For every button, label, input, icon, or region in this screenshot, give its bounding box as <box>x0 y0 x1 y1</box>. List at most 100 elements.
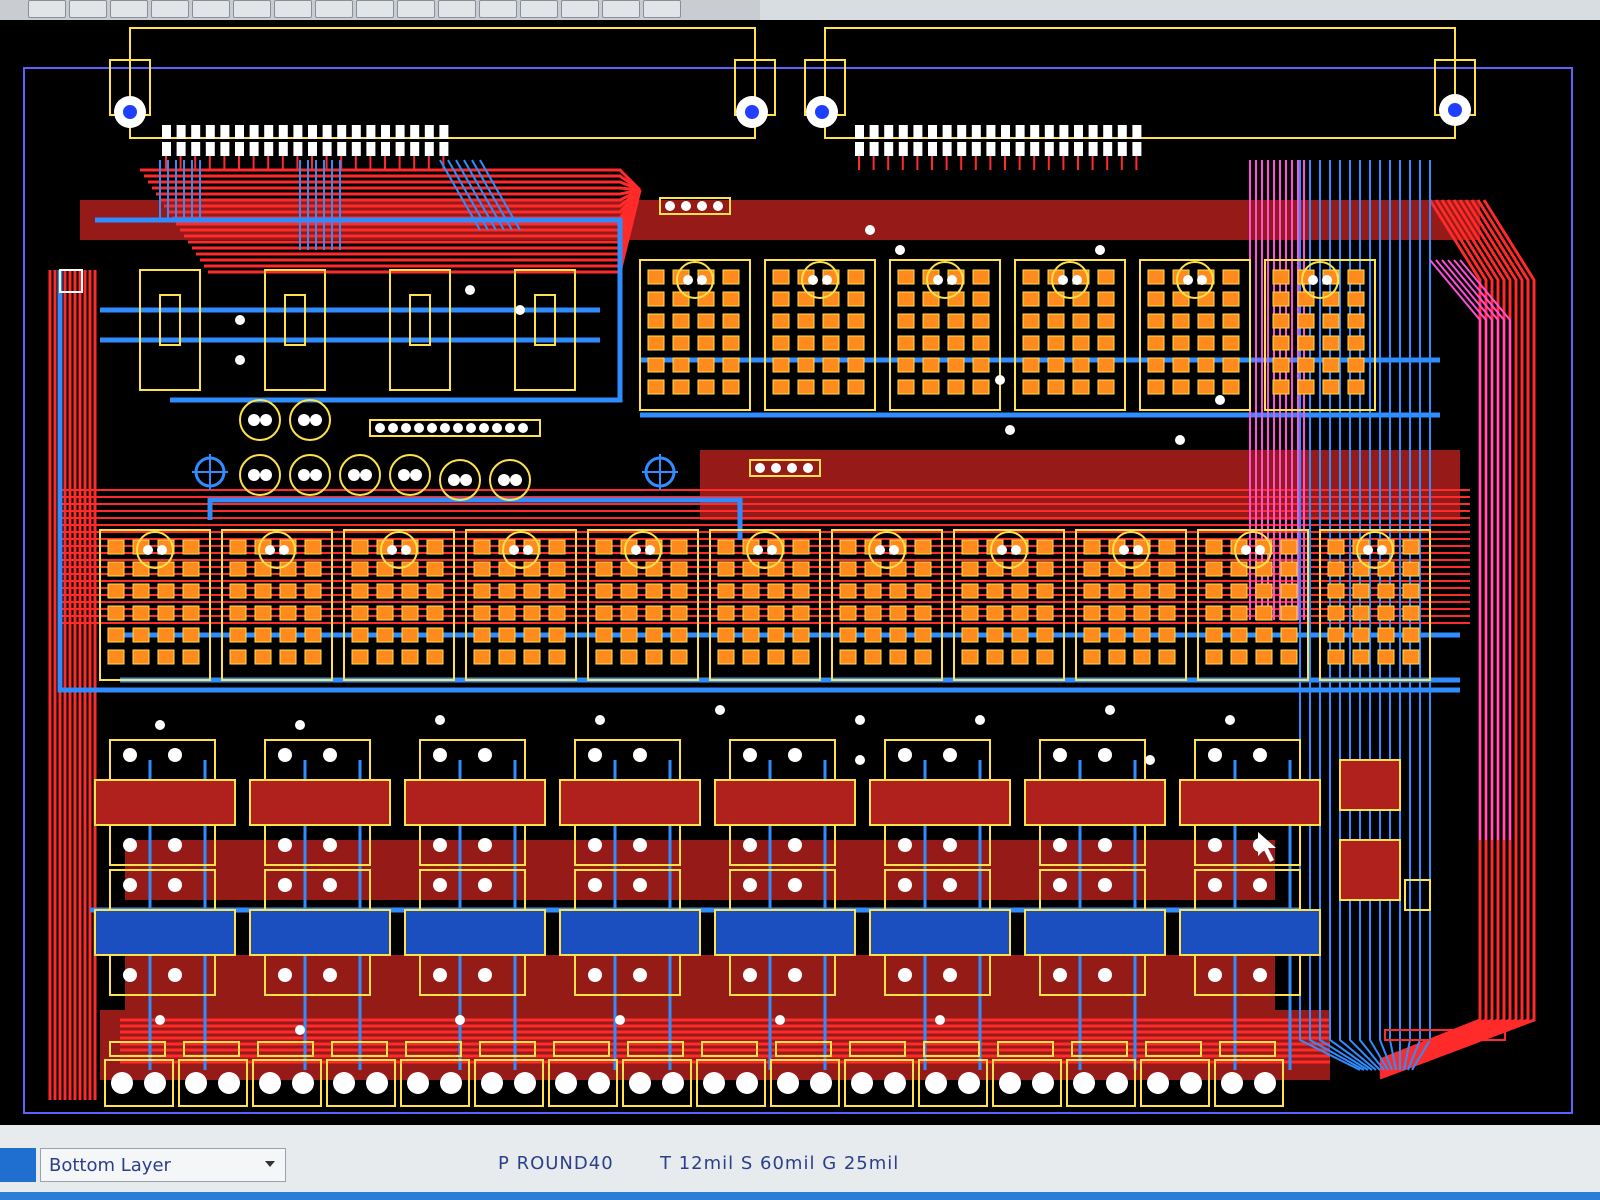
smd-pad <box>523 605 541 621</box>
pad <box>460 474 472 486</box>
trace-bottom <box>1359 160 1385 1071</box>
trace-bottom <box>479 159 521 231</box>
smd-pad <box>1011 627 1029 643</box>
smd-pad <box>1133 561 1151 577</box>
capacitor-outline <box>676 261 714 299</box>
pad <box>683 275 693 285</box>
smd-pad <box>229 649 247 665</box>
pad <box>997 545 1007 555</box>
relay-pad <box>743 878 757 892</box>
header-pin <box>414 423 424 433</box>
smd-pad <box>792 649 810 665</box>
smd-pad <box>376 649 394 665</box>
pcb-drawing[interactable] <box>0 20 1600 1125</box>
via <box>595 715 605 725</box>
connector-pin <box>1103 142 1113 156</box>
smd-pad <box>523 561 541 577</box>
terminal-label-box <box>923 1041 980 1057</box>
smd-pad <box>864 627 882 643</box>
route-icon[interactable] <box>151 0 189 18</box>
component-outline <box>1014 259 1126 411</box>
smd-pad <box>279 627 297 643</box>
terminal-pad <box>366 1072 388 1094</box>
smd-pad <box>822 357 840 373</box>
smd-pad <box>182 627 200 643</box>
arc-icon[interactable] <box>356 0 394 18</box>
smd-pad <box>473 605 491 621</box>
smd-pad <box>351 627 369 643</box>
component-icon[interactable] <box>479 0 517 18</box>
select-icon[interactable] <box>69 0 107 18</box>
smd-pad <box>1347 291 1365 307</box>
relay-body <box>249 909 391 956</box>
smd-pad <box>947 291 965 307</box>
save-icon[interactable] <box>643 0 681 18</box>
capacitor-outline <box>1356 531 1394 569</box>
terminal-pad <box>144 1072 166 1094</box>
capacitor-outline <box>136 531 174 569</box>
grid-icon[interactable] <box>28 0 66 18</box>
relay-pad <box>168 838 182 852</box>
via-icon[interactable] <box>192 0 230 18</box>
zoom-icon[interactable] <box>561 0 599 18</box>
smd-pad <box>1147 313 1165 329</box>
pad-icon[interactable] <box>233 0 271 18</box>
connector-pin <box>264 142 274 156</box>
terminal-label-box <box>775 1041 832 1057</box>
smd-pad <box>351 561 369 577</box>
line-icon[interactable] <box>315 0 353 18</box>
smd-pad <box>864 605 882 621</box>
smd-pad <box>132 605 150 621</box>
connector-pin <box>913 142 923 156</box>
component-outline <box>953 529 1065 681</box>
smd-pad <box>645 561 663 577</box>
smd-pad <box>107 605 125 621</box>
relay-pad <box>478 838 492 852</box>
component-outline <box>1404 879 1431 911</box>
smd-pad <box>279 583 297 599</box>
smd-pad <box>1377 649 1395 665</box>
smd-pad <box>1011 649 1029 665</box>
terminal-pad <box>407 1072 429 1094</box>
move-icon[interactable] <box>110 0 148 18</box>
smd-pad <box>839 561 857 577</box>
via <box>865 225 875 235</box>
smd-pad <box>1322 379 1340 395</box>
smd-pad <box>914 539 932 555</box>
relay-pad <box>123 838 137 852</box>
connector-pin <box>278 125 288 139</box>
connector-pin <box>1059 142 1069 156</box>
text-icon[interactable] <box>274 0 312 18</box>
layer-tab[interactable] <box>0 1148 36 1182</box>
dimension-icon[interactable] <box>438 0 476 18</box>
relay-outline <box>884 954 991 996</box>
smd-pad <box>767 583 785 599</box>
trace-top <box>1379 199 1530 1078</box>
print-icon[interactable] <box>602 0 640 18</box>
terminal-outline <box>474 1059 544 1107</box>
smd-pad <box>1280 627 1298 643</box>
smd-pad <box>1147 291 1165 307</box>
test-pad <box>59 269 83 293</box>
relay-body <box>404 779 546 826</box>
fill-icon[interactable] <box>397 0 435 18</box>
smd-pad <box>254 605 272 621</box>
header-pin <box>713 201 723 211</box>
pad <box>523 545 533 555</box>
terminal-pad <box>736 1072 758 1094</box>
layer-select[interactable]: Bottom Layer <box>40 1148 286 1182</box>
smd-pad <box>1205 539 1223 555</box>
connector-pin <box>191 142 201 156</box>
relay-pad <box>743 748 757 762</box>
relay-outline <box>1194 824 1301 866</box>
pcb-canvas[interactable] <box>0 20 1600 1125</box>
terminal-pad <box>884 1072 906 1094</box>
connector-outline-left <box>109 27 776 139</box>
terminal-pad <box>925 1072 947 1094</box>
measure-icon[interactable] <box>520 0 558 18</box>
chevron-down-icon[interactable] <box>265 1161 275 1167</box>
smd-pad <box>351 605 369 621</box>
terminal-pad <box>703 1072 725 1094</box>
smd-pad <box>426 649 444 665</box>
smd-pad <box>961 649 979 665</box>
